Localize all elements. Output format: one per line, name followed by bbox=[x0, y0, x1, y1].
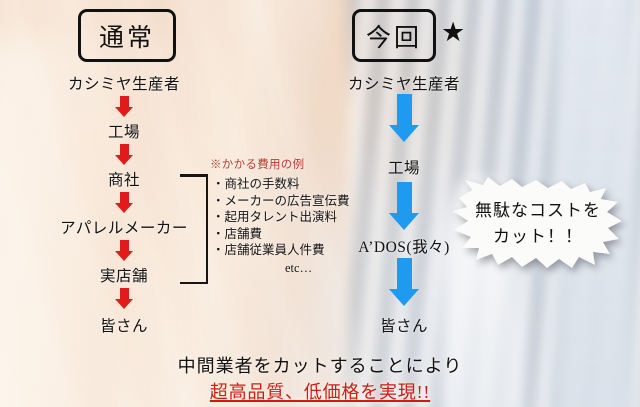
cost-item: ・メーカーの広告宣伝費 bbox=[212, 193, 350, 208]
bubble-burst-shape bbox=[453, 177, 622, 268]
callout-bubble: 無駄なコストを カット！！ bbox=[452, 176, 624, 272]
right-column-header-label: 今回 bbox=[365, 24, 422, 52]
cost-item: ・商社の手数料 bbox=[212, 177, 300, 191]
right-arrow-0 bbox=[389, 94, 419, 142]
right-node-2: A’DOS(我々) bbox=[358, 239, 450, 256]
tagline-line-2: 超高品質、低価格を実現!! bbox=[209, 382, 431, 402]
left-node-4: 実店舗 bbox=[99, 268, 149, 285]
right-arrow-2 bbox=[389, 258, 419, 306]
left-column-header-box: 通常 bbox=[78, 9, 176, 62]
right-column-header-box: 今回 bbox=[352, 9, 436, 62]
left-node-1: 工場 bbox=[107, 124, 141, 141]
cost-item: ・店舗費 bbox=[212, 226, 263, 241]
right-arrow-1 bbox=[389, 182, 419, 230]
cost-note-list: ・商社の手数料 ・メーカーの広告宣伝費 ・起用タレント出演料 ・店舗費 ・店舗従… bbox=[212, 176, 350, 259]
cost-note-etc: etc… bbox=[285, 261, 313, 275]
cost-item: ・起用タレント出演料 bbox=[212, 210, 338, 225]
left-column-header-label: 通常 bbox=[98, 24, 155, 52]
right-node-1: 工場 bbox=[387, 160, 421, 177]
left-arrow-1 bbox=[115, 144, 133, 165]
cost-note-title: ※かかる費用の例 bbox=[210, 159, 305, 171]
left-node-3: アパレルメーカー bbox=[60, 220, 188, 237]
left-arrow-2 bbox=[115, 192, 133, 213]
star-icon: ★ bbox=[441, 17, 466, 47]
left-arrow-0 bbox=[115, 96, 133, 117]
left-node-5: 皆さん bbox=[99, 318, 149, 335]
left-node-0: カシミヤ生産者 bbox=[67, 76, 181, 93]
right-node-3: 皆さん bbox=[379, 318, 429, 335]
left-arrow-3 bbox=[115, 240, 133, 261]
right-node-0: カシミヤ生産者 bbox=[347, 76, 461, 93]
cost-bracket bbox=[180, 174, 208, 284]
tagline-line-1: 中間業者をカットすることにより bbox=[177, 356, 463, 376]
left-arrow-4 bbox=[115, 288, 133, 309]
left-node-2: 商社 bbox=[107, 172, 141, 189]
cost-item: ・店舗従業員人件費 bbox=[212, 243, 325, 258]
